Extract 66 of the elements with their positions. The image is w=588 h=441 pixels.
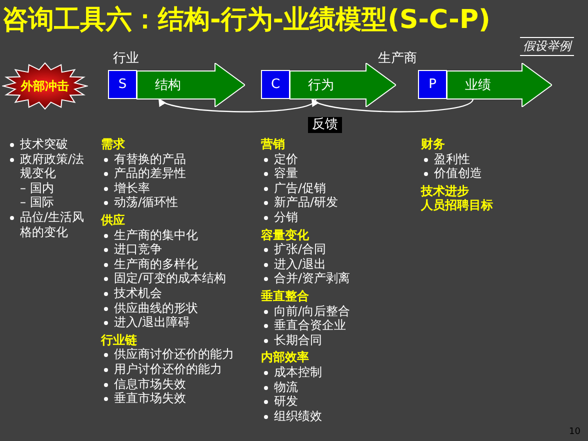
sub-item: – 国内 bbox=[19, 180, 55, 196]
page-number: 10 bbox=[569, 427, 580, 437]
bullet-item: 供应曲线的形状 bbox=[101, 300, 259, 316]
section-heading: 供应 bbox=[101, 212, 126, 228]
bullet-item: 增长率 bbox=[101, 180, 259, 196]
bullet-item: 动荡/循环性 bbox=[101, 195, 259, 210]
slide-title: 咨询工具六：结构-行为-业绩模型(S-C-P) bbox=[2, 4, 490, 37]
bullet-item: 扩张/合同 bbox=[261, 242, 411, 257]
feedback-arrow bbox=[311, 98, 474, 112]
starburst-shape bbox=[2, 62, 88, 110]
block-arrow bbox=[418, 63, 552, 107]
bullet-item: 容量 bbox=[261, 166, 411, 181]
bullet-item: 物流 bbox=[261, 380, 411, 394]
bullet-item: 有替换的产品 bbox=[101, 152, 259, 166]
bullet-item: 研发 bbox=[261, 394, 411, 409]
letter-box: P bbox=[418, 70, 447, 99]
bullet-item: 新产品/研发 bbox=[261, 195, 411, 210]
block-arrow bbox=[108, 63, 245, 107]
letter-box: C bbox=[261, 70, 290, 99]
letter-box: S bbox=[108, 70, 137, 99]
bullet-item: 技术突破 bbox=[7, 137, 91, 152]
feedback-arrow bbox=[158, 98, 316, 112]
bullet-item: 价值创造 bbox=[421, 166, 571, 181]
bullet-item: 技术机会 bbox=[101, 286, 259, 301]
node-label: 行为 bbox=[308, 77, 334, 94]
bullet-item: 生产商的集中化 bbox=[101, 228, 259, 242]
section-heading: 内部效率 bbox=[261, 350, 310, 365]
node-label: 业绩 bbox=[465, 77, 491, 94]
bullet-item: 垂直合资企业 bbox=[261, 318, 411, 333]
bullet-item: 垂直市场失效 bbox=[101, 391, 259, 406]
bullet-item: 组织绩效 bbox=[261, 408, 411, 424]
stage-label: 行业 bbox=[113, 50, 139, 67]
stage-label: 生产商 bbox=[378, 50, 417, 67]
bullet-item: 用户讨价还价的能力 bbox=[101, 362, 259, 376]
bullet-item: 合并/资产剥离 bbox=[261, 271, 411, 286]
bullet-item: 生产商的多样化 bbox=[101, 256, 259, 272]
example-tag: 假设举例 bbox=[520, 37, 574, 56]
bullet-item: 定价 bbox=[261, 152, 411, 166]
bullet-item: 进口竞争 bbox=[101, 242, 259, 257]
bullet-item: 广告/促销 bbox=[261, 180, 411, 196]
bullet-item: 固定/可变的成本结构 bbox=[101, 271, 259, 286]
section-heading: 技术进步 bbox=[421, 184, 470, 198]
bullet-item: 进入/退出障碍 bbox=[101, 315, 259, 330]
bullet-item: 长期合同 bbox=[261, 332, 411, 348]
feedback-label: 反馈 bbox=[308, 117, 342, 133]
bullet-item: 盈利性 bbox=[421, 152, 571, 166]
bullet-item: 供应商讨价还价的能力 bbox=[101, 347, 259, 362]
sub-item: – 国际 bbox=[19, 195, 55, 210]
bullet-item: 向前/向后整合 bbox=[261, 304, 411, 318]
bullet-item: 政府政策/法规变化 bbox=[7, 152, 91, 181]
bullet-item: 成本控制 bbox=[261, 364, 411, 380]
node-label: 结构 bbox=[155, 77, 181, 94]
section-heading: 容量变化 bbox=[261, 228, 310, 242]
node-label: 外部冲击 bbox=[21, 78, 69, 94]
section-heading: 营销 bbox=[261, 137, 286, 152]
section-heading: 垂直整合 bbox=[261, 288, 310, 304]
bullet-item: 进入/退出 bbox=[261, 256, 411, 272]
block-arrow bbox=[261, 63, 396, 107]
bullet-item: 分销 bbox=[261, 210, 411, 225]
bullet-item: 品位/生活风格的变化 bbox=[7, 210, 91, 240]
bullet-item: 信息市场失效 bbox=[101, 376, 259, 392]
section-heading: 行业链 bbox=[101, 332, 138, 348]
section-heading: 人员招聘目标 bbox=[421, 198, 494, 213]
section-heading: 需求 bbox=[101, 137, 126, 152]
section-heading: 财务 bbox=[421, 137, 446, 152]
bullet-item: 产品的差异性 bbox=[101, 166, 259, 181]
